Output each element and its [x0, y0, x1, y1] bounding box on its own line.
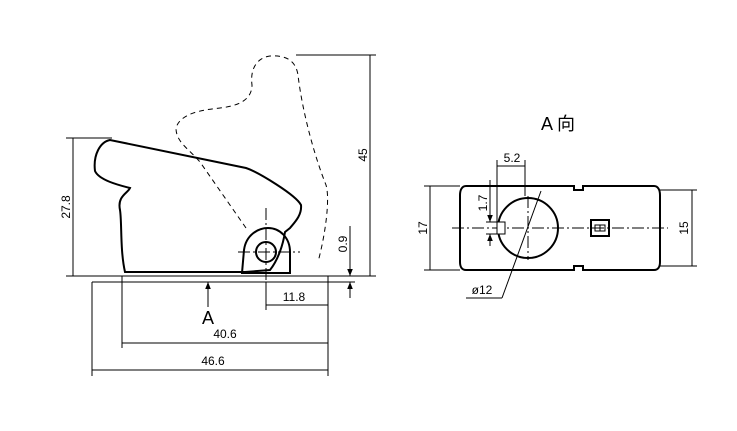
dim-0-9-label: 0.9 — [336, 235, 350, 252]
side-view: 45 27.8 0.9 11.8 A — [59, 54, 376, 376]
dim-hole-diameter: ø12 — [466, 190, 542, 299]
dim-overall-length: 46.6 — [91, 282, 329, 376]
dim-right-height: 15 — [660, 189, 697, 267]
dim-40-6-label: 40.6 — [213, 327, 237, 341]
pivot-bracket — [238, 208, 300, 292]
dim-45-label: 45 — [356, 148, 370, 162]
dim-pivot-offset: 11.8 — [265, 282, 328, 310]
dim-1-7-label: 1.7 — [476, 194, 490, 211]
key-slot — [496, 221, 506, 235]
toggle-cover-closed — [93, 138, 303, 273]
dim-11-8-label: 11.8 — [283, 290, 306, 304]
dim-plate-height: 17 — [416, 185, 460, 271]
dim-height-lever: 27.8 — [59, 137, 112, 277]
dim-5-2-label: 5.2 — [504, 151, 521, 165]
toggle-cover-open — [175, 55, 329, 263]
view-arrow-a-label: A — [202, 308, 214, 328]
view-arrow-a: A — [202, 282, 214, 328]
end-view-title: A 向 — [541, 114, 575, 134]
dim-46-6-label: 46.6 — [201, 354, 225, 368]
dim-base-thickness: 0.9 — [336, 226, 353, 298]
dim-27-8-label: 27.8 — [59, 195, 73, 219]
end-view: A 向 5.2 1.7 — [416, 114, 697, 299]
dim-17-label: 17 — [416, 221, 430, 235]
dim-15-label: 15 — [677, 221, 691, 235]
square-feature — [590, 219, 610, 237]
base-plate — [92, 275, 355, 283]
dim-height-total: 45 — [296, 54, 376, 277]
dim-base-length: 40.6 — [121, 282, 329, 348]
dim-slot-height: 1.7 — [476, 180, 497, 246]
plate-outline — [459, 185, 661, 271]
dim-dia-12-label: ø12 — [472, 283, 493, 297]
dim-slot-width: 5.2 — [496, 151, 526, 222]
